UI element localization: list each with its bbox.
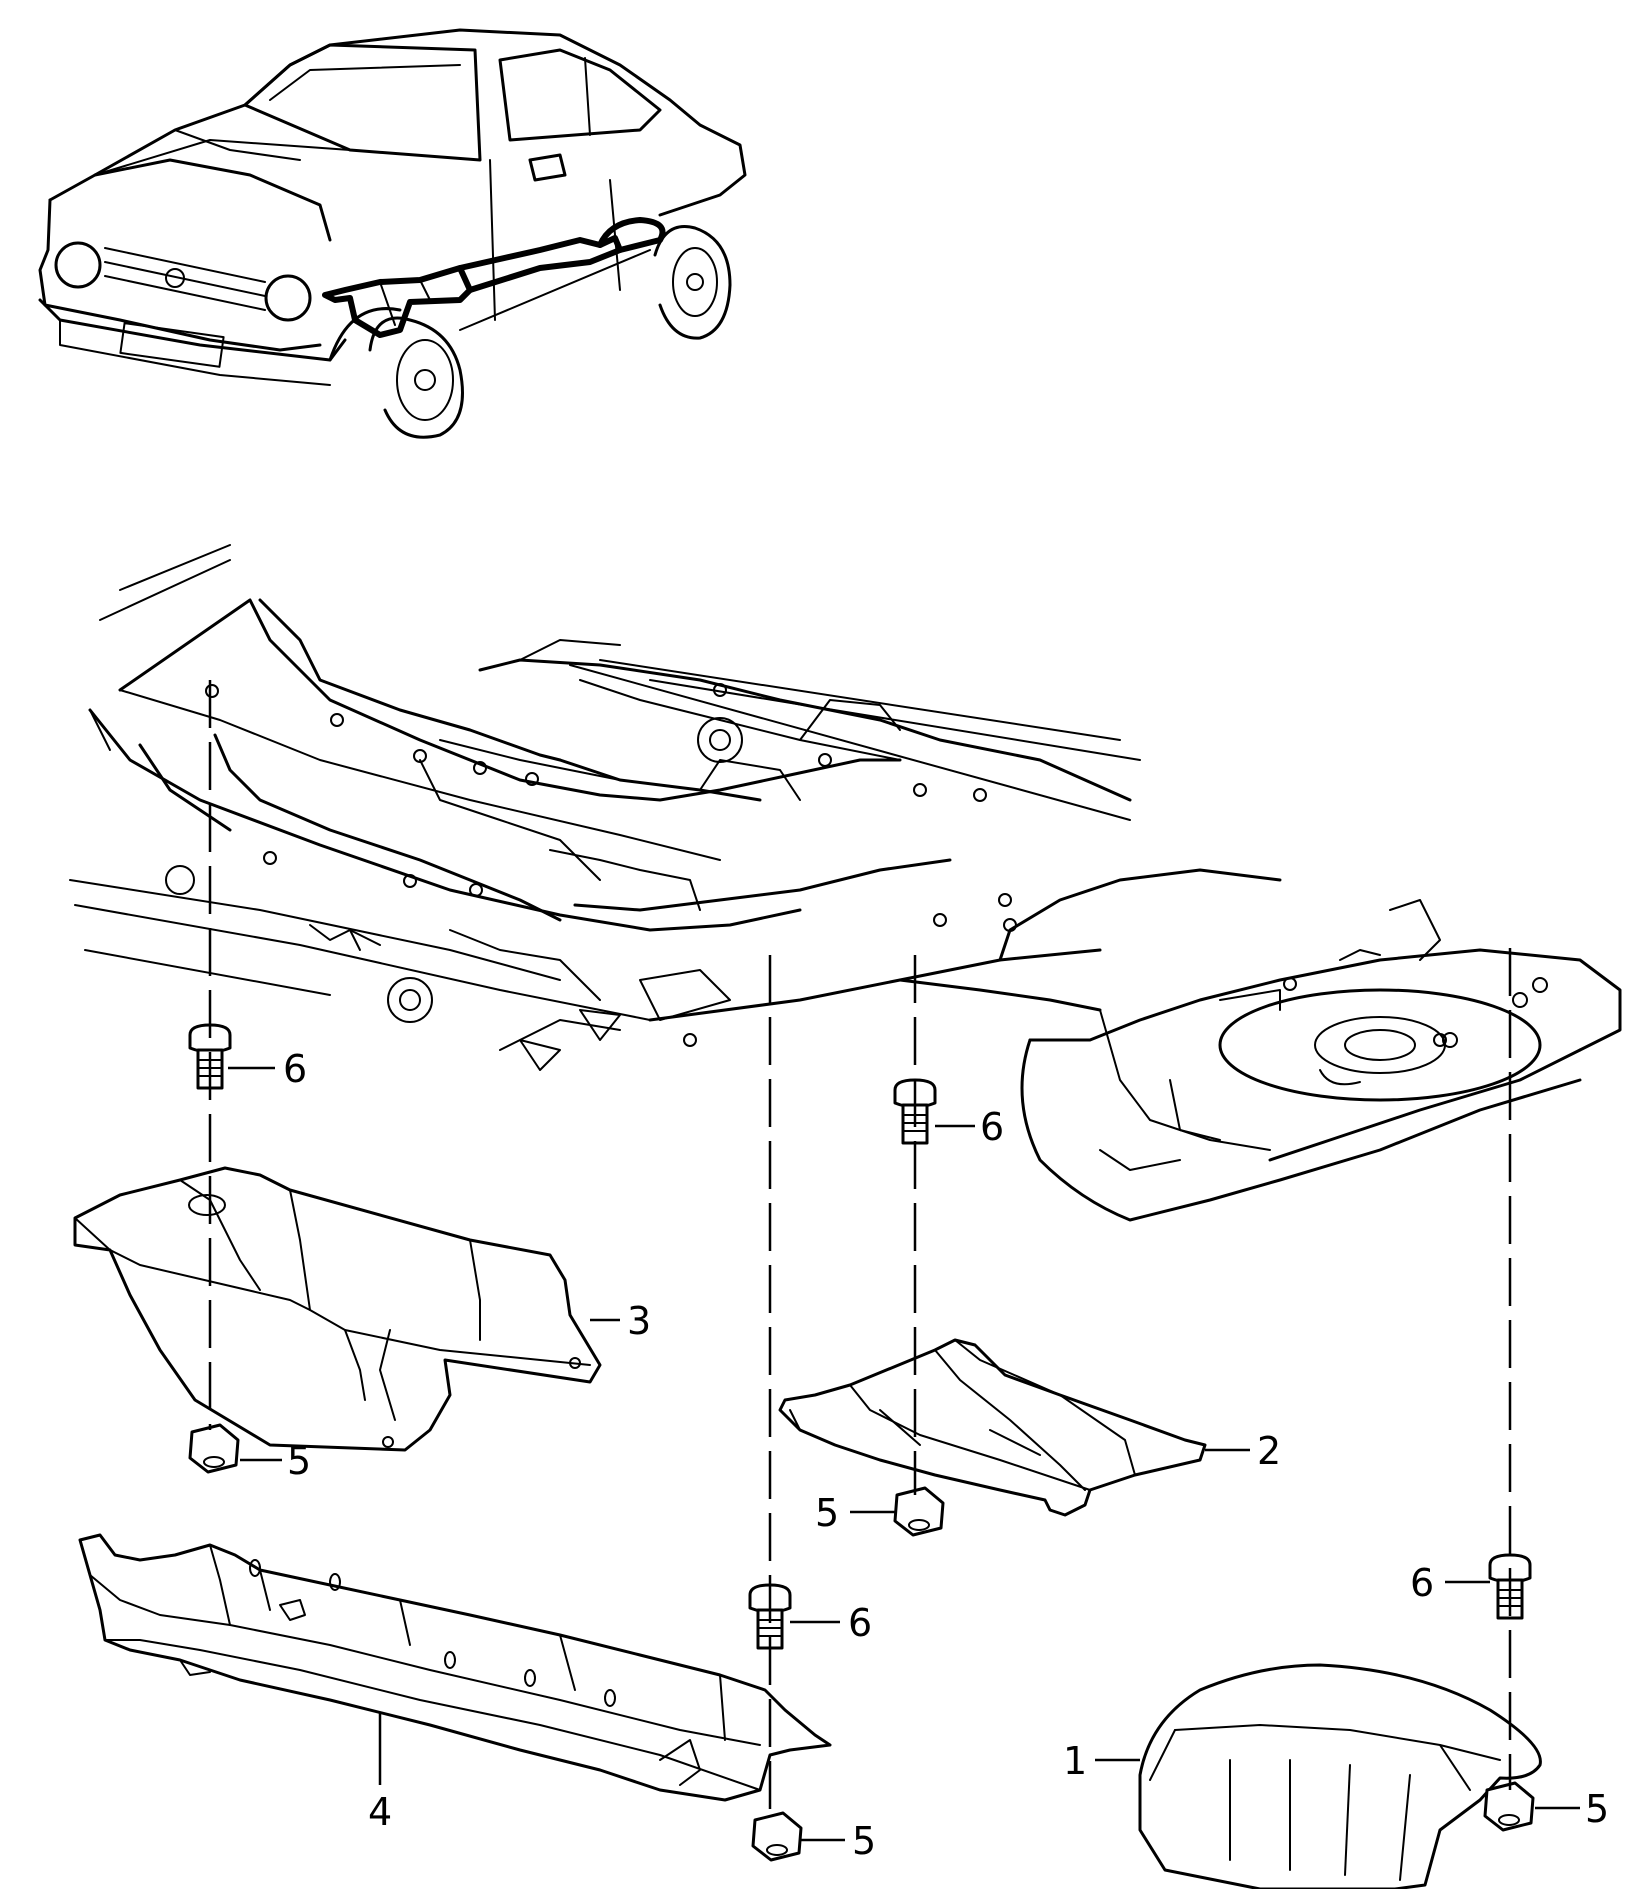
alignment-lines	[208, 680, 1512, 1820]
callouts: 6 6 6 6 5 5 5 5 3 2 4 1	[283, 1047, 1609, 1863]
callout-5: 5	[815, 1491, 839, 1535]
callout-6: 6	[283, 1047, 307, 1091]
callout-6: 6	[848, 1601, 872, 1645]
leader-lines	[228, 1066, 1580, 1842]
floor-pan	[69, 544, 1622, 1222]
part-1-heat-shield	[1138, 1663, 1542, 1889]
nut-5-d	[1483, 1781, 1535, 1832]
callout-3: 3	[627, 1299, 651, 1343]
callout-5: 5	[287, 1439, 311, 1483]
callout-5: 5	[852, 1819, 876, 1863]
nut-5-b	[893, 1486, 945, 1537]
callout-6: 6	[1410, 1561, 1434, 1605]
part-2-shield	[778, 1338, 1207, 1517]
part-4-sill-shield	[78, 1533, 832, 1802]
callout-5: 5	[1585, 1787, 1609, 1831]
callout-2: 2	[1257, 1429, 1281, 1473]
bolt-6-a	[188, 1023, 232, 1090]
car-overview	[38, 28, 747, 439]
callout-1: 1	[1063, 1739, 1087, 1783]
part-3-heat-shield	[73, 1166, 602, 1452]
callout-4: 4	[368, 1790, 392, 1834]
mounting-holes	[205, 683, 1447, 1047]
nut-5-a	[188, 1423, 240, 1474]
nut-5-c	[751, 1811, 803, 1862]
callout-6: 6	[980, 1105, 1004, 1149]
